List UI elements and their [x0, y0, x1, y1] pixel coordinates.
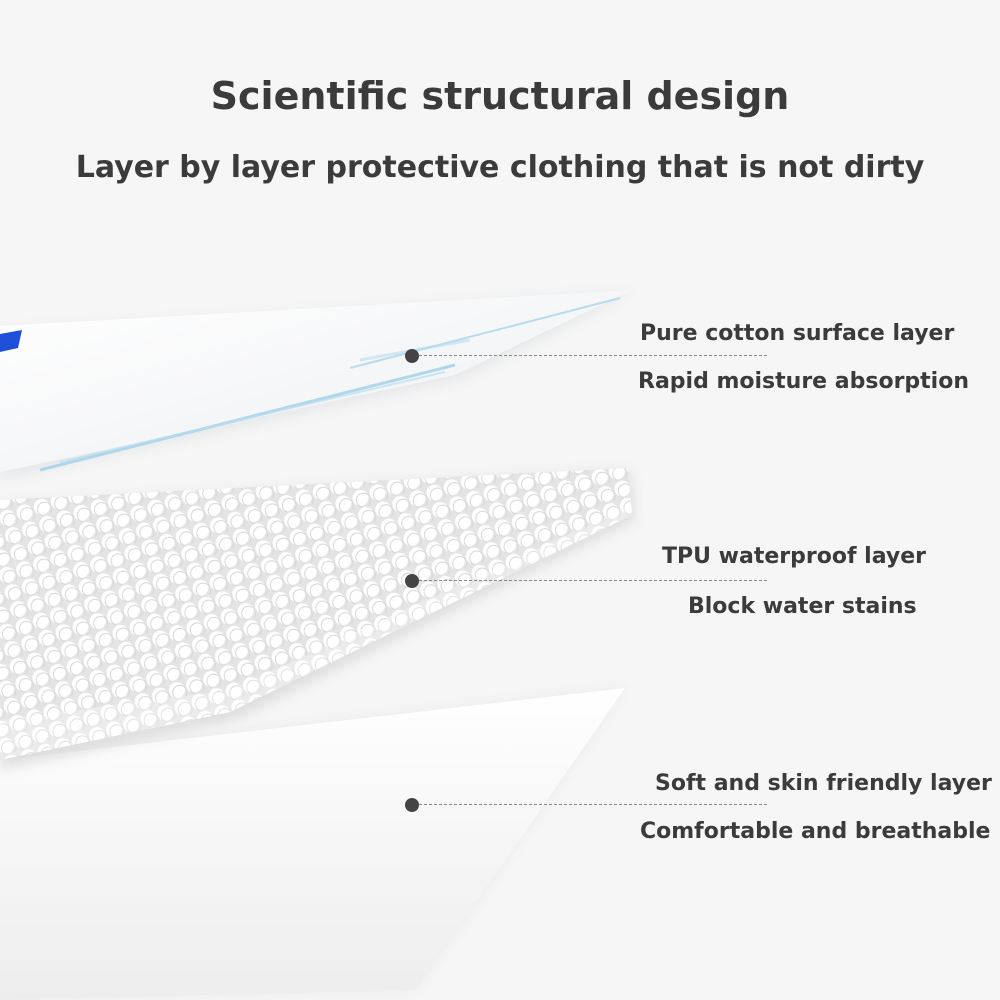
- page-title: Scientific structural design: [210, 74, 790, 118]
- layer-description: Comfortable and breathable: [640, 819, 991, 844]
- pointer-dot-icon: [405, 574, 419, 588]
- pointer-line: [419, 580, 767, 581]
- layer-description: Rapid moisture absorption: [638, 369, 969, 394]
- pointer-line: [419, 355, 767, 356]
- tpu-bead-layer: [0, 468, 635, 770]
- layer-description: Block water stains: [688, 594, 917, 619]
- page-subtitle: Layer by layer protective clothing that …: [75, 150, 925, 185]
- layer-name: Pure cotton surface layer: [640, 321, 955, 346]
- pointer-dot-icon: [405, 798, 419, 812]
- pointer-dot-icon: [405, 349, 419, 363]
- layer-name: TPU waterproof layer: [662, 544, 926, 569]
- skin-friendly-layer: [0, 688, 625, 1000]
- layer-name: Soft and skin friendly layer: [655, 771, 992, 796]
- cotton-surface-layer: [0, 290, 635, 480]
- pointer-line: [419, 804, 767, 805]
